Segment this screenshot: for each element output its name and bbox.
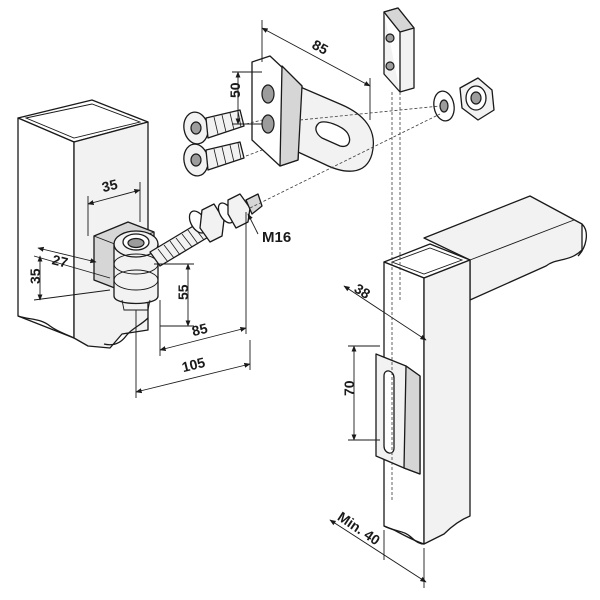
dim-bolt-drop: 55 (175, 284, 191, 300)
flange-lock-nut (459, 77, 495, 121)
dim-plate-length: 85 (310, 36, 331, 58)
gate-mount-bracket (375, 353, 421, 475)
countersunk-screw-bottom (183, 141, 245, 177)
dimension-lines (33, 20, 427, 588)
nut-plate (383, 7, 415, 93)
dim-gate-width: 38 (352, 280, 374, 302)
hinge-eye-barrel (113, 230, 159, 311)
threaded-bolt (149, 193, 263, 267)
angled-mounting-plate (251, 55, 374, 172)
gate-horizontal-rail (423, 195, 588, 301)
dim-plate-height: 50 (227, 82, 243, 98)
countersunk-screw-top (183, 109, 245, 145)
dim-bracket-height: 70 (341, 380, 357, 396)
dim-post-depth: 35 (27, 268, 43, 284)
flat-washer (433, 90, 455, 122)
dim-thread-size: M16 (262, 229, 291, 246)
dim-post-width: 35 (100, 176, 119, 195)
dim-bracket-offset: 27 (51, 251, 70, 270)
dim-bolt-total: 105 (180, 354, 207, 375)
dim-bolt-length: 85 (190, 320, 209, 339)
